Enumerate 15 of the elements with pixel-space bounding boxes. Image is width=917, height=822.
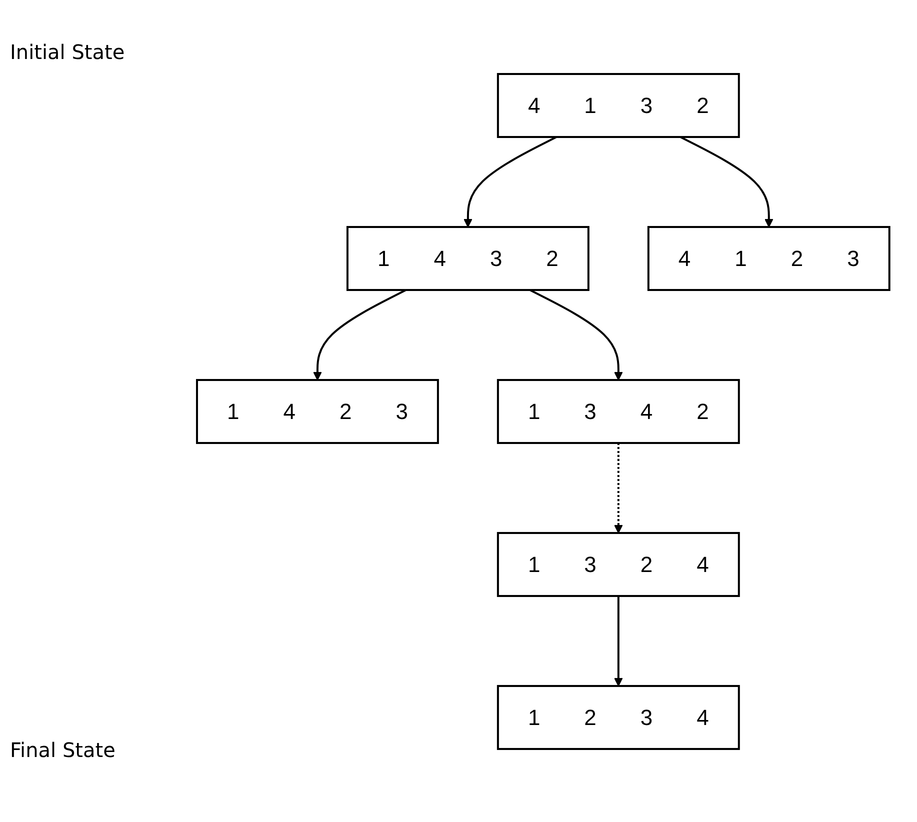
node-box: 1 3 2 4 (497, 532, 740, 596)
arrow (680, 136, 774, 227)
node-box: 1 4 3 2 (346, 226, 590, 290)
node-box: 4 1 2 3 (648, 226, 891, 290)
node-box: 1 3 4 2 (497, 378, 740, 444)
state-label: Final State (10, 738, 116, 762)
node-box: 1 4 2 3 (196, 378, 440, 444)
node-box: 1 2 3 4 (497, 684, 740, 750)
arrow (530, 288, 624, 380)
arrow (464, 136, 558, 227)
arrow (614, 442, 624, 533)
arrow (614, 596, 624, 686)
state-label: Initial State (10, 40, 126, 64)
node-box: 4 1 3 2 (497, 72, 740, 138)
arrow (313, 288, 407, 380)
